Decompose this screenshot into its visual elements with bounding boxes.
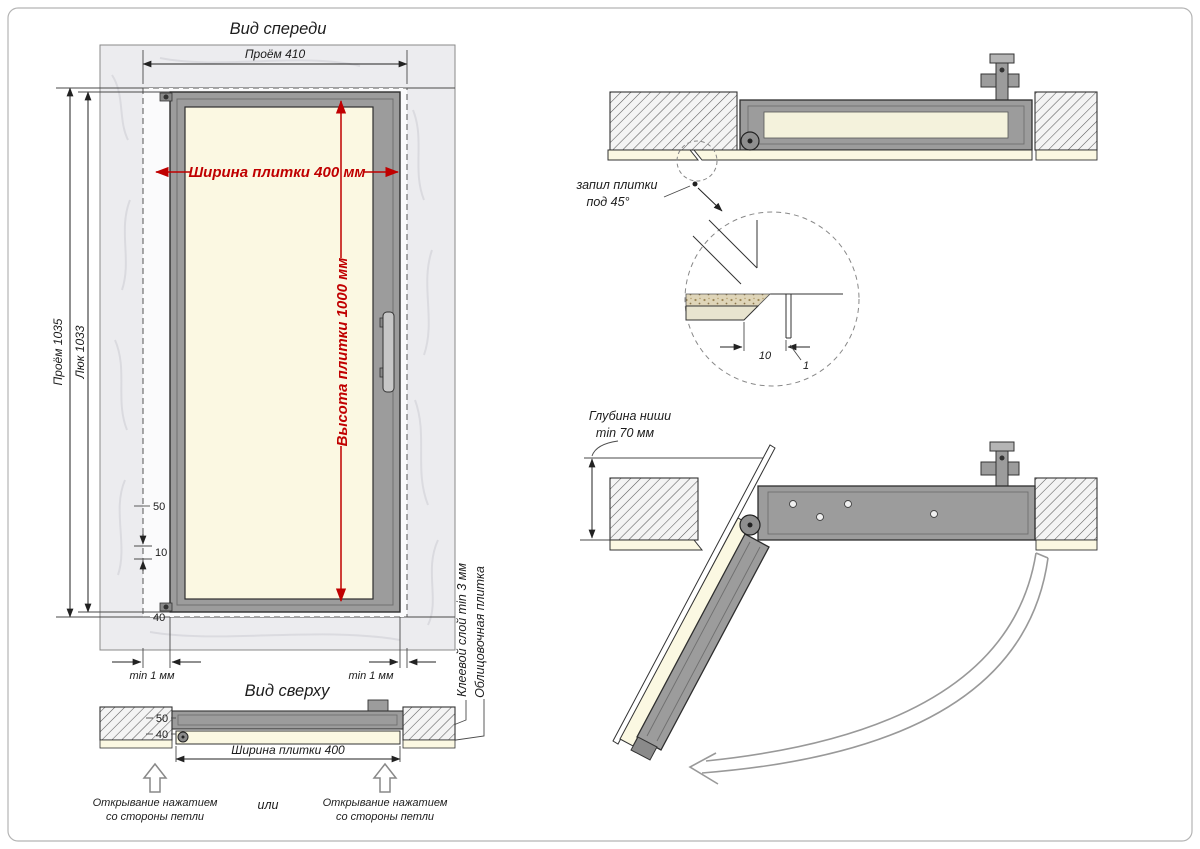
wall-tile-cut45 — [607, 149, 700, 161]
latch-plan — [367, 699, 389, 713]
open-hint-right-1: Открывание нажатием — [323, 797, 448, 809]
tv-dim-offset-40: 40 — [156, 729, 168, 741]
dim-tile-width-bg — [190, 163, 364, 180]
front-view-title: Вид спереди — [230, 20, 327, 38]
tile-plan — [175, 730, 401, 745]
dim-tile-height: Высота плитки 1000 мм — [334, 258, 351, 447]
wall-section-right — [402, 706, 456, 741]
front-view: Вид спереди Проём 410 — [51, 20, 487, 742]
detail-dim-gap: 1 — [803, 360, 809, 372]
hinge-plan-pin — [181, 735, 185, 739]
door-tip-cap — [630, 736, 658, 761]
dim-hatch-height: Люк 1033 — [73, 325, 87, 379]
open-door — [612, 444, 776, 761]
label-glue-layer: Клеевой слой min 3 мм — [455, 563, 469, 697]
detail-adhesive-layer — [685, 293, 771, 307]
leader-dot — [692, 181, 698, 187]
hinge-top-pin — [163, 94, 169, 100]
cut-label-2: под 45° — [586, 195, 629, 209]
fixed-frame-section — [757, 485, 1036, 541]
hatch-tile-cut45 — [692, 149, 1033, 161]
wall-tile-open-right — [1035, 539, 1098, 551]
open-hint-right-2: со стороны петли — [336, 811, 434, 823]
tv-dim-offset-50: 50 — [156, 713, 168, 725]
dim-gap-left: min 1 мм — [129, 670, 174, 682]
dim-offset-10: 10 — [155, 547, 167, 559]
wall-tile-right-strip — [1035, 149, 1098, 161]
dim-tile-width: Ширина плитки 400 мм — [188, 164, 365, 181]
open-hint-left-2: со стороны петли — [106, 811, 204, 823]
tv-dim-tile-width: Ширина плитки 400 — [231, 743, 345, 757]
detail-circle: 10 1 — [684, 211, 860, 387]
ceiling-open-right — [1034, 477, 1098, 541]
depth-leader — [591, 440, 619, 457]
frame-hole — [844, 500, 852, 508]
top-view-title: Вид сверху — [245, 682, 331, 700]
handle — [382, 311, 395, 393]
or-label: или — [258, 798, 279, 812]
section-open: Глубина ниши min 70 мм — [580, 409, 1098, 785]
top-view: Вид сверху 50 40 Ширина плитки 400 Откры… — [93, 682, 456, 823]
latch-cap-open — [989, 441, 1015, 452]
hatch-lid-inner-line — [747, 105, 1025, 145]
door-frame — [636, 533, 770, 751]
latch-pin-open — [999, 455, 1005, 461]
wall-section-left — [99, 706, 173, 741]
dim-offset-50: 50 — [153, 501, 165, 513]
dim-gap-right: min 1 мм — [348, 670, 393, 682]
hinge-section-pin — [747, 138, 753, 144]
press-arrow-left-icon — [142, 762, 168, 793]
wall-tile-left — [99, 739, 173, 749]
frame-hole — [816, 513, 824, 521]
frame-hole — [789, 500, 797, 508]
detail-bubble-outline — [684, 211, 860, 387]
section-closed: запил плитки под 45° 10 1 — [576, 53, 1098, 387]
frame-plan-inner — [177, 714, 398, 726]
wall-tile-open-left — [609, 539, 704, 551]
latch-cap — [989, 53, 1015, 64]
leader-facing-tile — [448, 699, 485, 742]
detail-tile-cut45 — [685, 305, 760, 321]
hatch-lid-panel — [763, 111, 1009, 139]
ceiling-section-left — [609, 91, 738, 151]
depth-label-1: Глубина ниши — [589, 409, 671, 423]
frame-hole — [930, 510, 938, 518]
dim-tile-height-bg — [332, 258, 350, 446]
dim-opening-height: Проём 1035 — [51, 318, 65, 385]
open-hint-left-1: Открывание нажатием — [93, 797, 218, 809]
hinge-open-pin — [747, 522, 753, 528]
wall-tile-right — [402, 739, 456, 749]
swing-arrow-icon — [688, 552, 1049, 785]
ceiling-section-right — [1034, 91, 1098, 151]
detail-dim-overhang: 10 — [759, 350, 772, 362]
ceiling-open-left — [609, 477, 699, 541]
depth-label-2: min 70 мм — [596, 426, 655, 440]
press-arrow-right-icon — [372, 762, 398, 793]
cut-label-1: запил плитки — [576, 178, 658, 192]
detail-source-circle — [676, 140, 718, 182]
label-facing-tile: Облицовочная плитка — [473, 566, 487, 698]
dim-offset-40: 40 — [153, 612, 165, 624]
latch-pin — [999, 67, 1005, 73]
fixed-frame-inner-line — [767, 491, 1029, 535]
hinge-bottom-pin — [163, 604, 169, 610]
frame-plan — [171, 710, 404, 730]
dim-opening-width: Проём 410 — [245, 47, 306, 61]
